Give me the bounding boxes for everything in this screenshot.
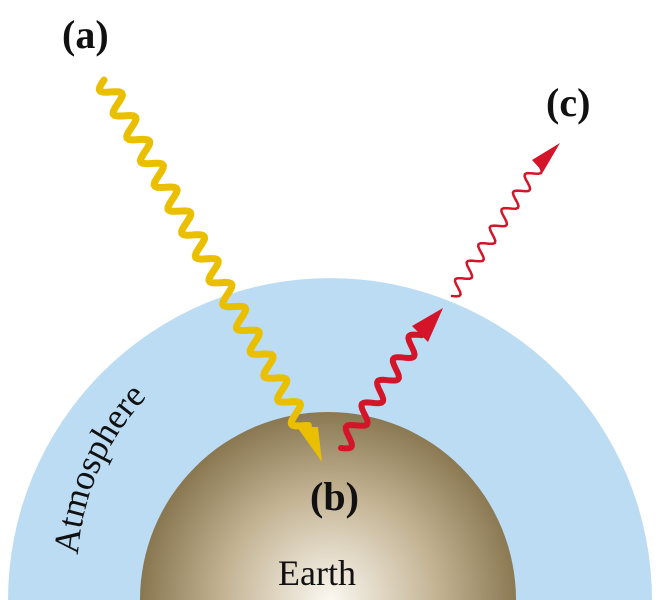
incoming-sunlight-wave bbox=[95, 76, 312, 430]
outgoing-infrared-arrowhead-lower bbox=[412, 308, 443, 342]
outgoing-infrared-arrowhead-upper bbox=[532, 143, 560, 172]
label-a: (a) bbox=[62, 12, 109, 57]
incoming-sunlight-arrowhead bbox=[297, 427, 322, 462]
earth-body bbox=[140, 412, 516, 600]
label-c: (c) bbox=[546, 80, 590, 125]
outgoing-infrared-wave-lower bbox=[338, 331, 425, 452]
label-b: (b) bbox=[310, 474, 359, 519]
earth-label: Earth bbox=[278, 553, 356, 593]
outgoing-infrared-wave-upper bbox=[450, 166, 543, 298]
